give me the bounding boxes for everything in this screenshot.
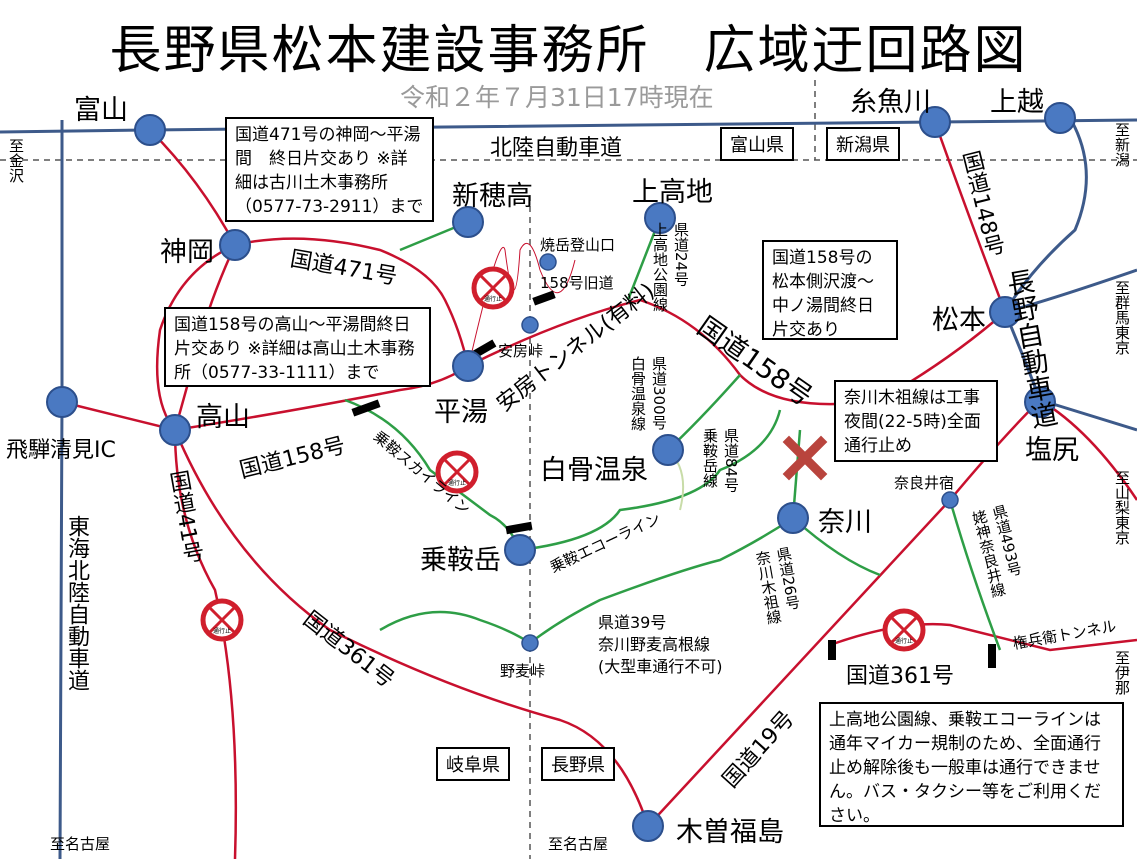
node-narai[interactable] bbox=[941, 491, 959, 509]
prefecture-box-gifu: 岐阜県 bbox=[436, 747, 510, 781]
node-nomugi[interactable] bbox=[521, 634, 539, 652]
node-norikuradake[interactable] bbox=[504, 534, 536, 566]
direction-ina: 至伊那 bbox=[1113, 650, 1131, 695]
direction-gunma: 至群馬東京 bbox=[1113, 280, 1131, 355]
notice-kamikochi: 上高地公園線、乗鞍エコーラインは通年マイカー規制のため、全面通行止め解除後も一般… bbox=[819, 702, 1124, 827]
place-label-nomugi: 野麦峠 bbox=[500, 662, 546, 680]
city-label-kamikochi: 上高地 bbox=[632, 177, 713, 208]
node-hida-kiyomi[interactable] bbox=[46, 386, 78, 418]
closure-bar bbox=[988, 644, 996, 668]
place-label-narai: 奈良井宿 bbox=[894, 474, 955, 492]
closure-sign-icon: 通行止 bbox=[471, 266, 515, 310]
prefecture-box-toyama: 富山県 bbox=[720, 127, 794, 161]
page-title: 長野県松本建設事務所 広域迂回路図 bbox=[109, 21, 1028, 81]
city-label-nagawa: 奈川 bbox=[818, 507, 872, 538]
notice-r471: 国道471号の神岡～平湯間 終日片交あり ※詳細は古川土木事務所（0577-73… bbox=[225, 117, 434, 222]
route-471 bbox=[234, 237, 470, 367]
route-148 bbox=[933, 121, 1007, 313]
tokai-hokuriku-expressway bbox=[58, 120, 64, 859]
city-label-kiso-fukushima: 木曽福島 bbox=[676, 817, 784, 848]
road-nomugi bbox=[379, 516, 794, 645]
node-kamioka[interactable] bbox=[219, 229, 251, 261]
city-label-hirayu: 平湯 bbox=[434, 397, 488, 428]
road-label-norikura-line: 県道84号 乗鞍岳線 bbox=[701, 428, 740, 493]
road-label-hokuriku-exp: 北陸自動車道 bbox=[490, 136, 623, 161]
node-itoigawa[interactable] bbox=[919, 106, 951, 138]
road-label-tokai-hokuriku-exp: 東海北陸自動車道 bbox=[64, 515, 89, 691]
node-toyama[interactable] bbox=[134, 114, 166, 146]
node-shiojiri[interactable] bbox=[1024, 386, 1056, 418]
nagano-expressway-north bbox=[1003, 117, 1088, 313]
road-label-shirahone-line: 県道300号 白骨温泉線 bbox=[629, 356, 668, 431]
closure-bar bbox=[351, 399, 381, 417]
road-label-kamikochi-line: 県道24号 上高地公園線 bbox=[651, 222, 690, 312]
direction-kanazawa: 至金沢 bbox=[7, 138, 25, 183]
city-label-matsumoto: 松本 bbox=[932, 305, 986, 336]
route-471-loop bbox=[155, 243, 236, 431]
notice-nagawa-kiso: 奈川木祖線は工事夜間(22-5時)全面通行止め bbox=[834, 380, 998, 462]
node-shirahone[interactable] bbox=[652, 434, 684, 466]
route-41 bbox=[149, 129, 238, 859]
notice-r158-matsumoto: 国道158号の松本側沢渡～中ノ湯間終日片交あり bbox=[762, 240, 898, 340]
city-label-toyama: 富山 bbox=[74, 95, 128, 126]
node-shinhotaka[interactable] bbox=[452, 206, 484, 238]
svg-text:通行止: 通行止 bbox=[484, 295, 502, 303]
city-label-joetsu: 上越 bbox=[990, 87, 1044, 118]
svg-text:通行止: 通行止 bbox=[448, 479, 466, 487]
node-joetsu[interactable] bbox=[1044, 102, 1076, 134]
notice-r158-takayama: 国道158号の高山～平湯間終日片交あり ※詳細は高山土木事務所（0577-33-… bbox=[164, 307, 431, 387]
road-label-nomugi-line: 県道39号 奈川野麦高根線 (大型車通行不可) bbox=[598, 613, 723, 676]
closure-sign-icon: 通行止 bbox=[882, 608, 926, 652]
place-label-abotoge: 安房峠 bbox=[498, 342, 544, 360]
city-label-hida-kiyomi: 飛騨清見IC bbox=[6, 438, 116, 463]
closure-bar bbox=[828, 640, 836, 660]
prefecture-box-nagano: 長野県 bbox=[541, 747, 615, 781]
city-label-itoigawa: 糸魚川 bbox=[850, 87, 931, 118]
direction-nagoya-center: 至名古屋 bbox=[548, 835, 609, 853]
node-yakedake[interactable] bbox=[539, 253, 557, 271]
node-matsumoto[interactable] bbox=[989, 296, 1021, 328]
closure-sign-icon: 通行止 bbox=[200, 598, 244, 642]
road-label-r361-east: 国道361号 bbox=[846, 664, 954, 689]
closure-x-mark bbox=[782, 435, 828, 481]
node-abotoge[interactable] bbox=[521, 316, 539, 334]
hokuriku-expressway bbox=[0, 118, 1137, 134]
page-subtitle: 令和２年７月31日17時現在 bbox=[400, 83, 714, 112]
node-nagawa[interactable] bbox=[777, 502, 809, 534]
closure-sign-icon: 通行止 bbox=[435, 450, 479, 494]
node-hirayu[interactable] bbox=[452, 350, 484, 382]
place-label-yakedake: 焼岳登山口 bbox=[540, 236, 616, 254]
road-ecoline bbox=[519, 409, 782, 552]
prefecture-box-niigata: 新潟県 bbox=[826, 127, 900, 161]
road-label-r158-old: 158号旧道 bbox=[540, 274, 614, 292]
road-narai bbox=[948, 499, 1002, 651]
closure-bar bbox=[505, 521, 533, 535]
direction-yamanashi: 至山梨東京 bbox=[1113, 470, 1131, 545]
node-takayama[interactable] bbox=[159, 414, 191, 446]
city-label-takayama: 高山 bbox=[196, 402, 250, 433]
chuo-expressway-east bbox=[1039, 398, 1137, 432]
route-158-old bbox=[469, 242, 576, 361]
city-label-norikuradake: 乗鞍岳 bbox=[420, 545, 501, 576]
direction-nagoya-left: 至名古屋 bbox=[50, 835, 111, 853]
node-kamikochi[interactable] bbox=[644, 202, 676, 234]
svg-text:通行止: 通行止 bbox=[213, 627, 231, 635]
direction-niigata: 至新潟 bbox=[1113, 122, 1131, 167]
city-label-kamioka: 神岡 bbox=[160, 237, 214, 268]
closure-bar bbox=[532, 290, 556, 306]
route-361-east bbox=[829, 622, 1137, 652]
city-label-shirahone: 白骨温泉 bbox=[540, 455, 648, 486]
city-label-shiojiri: 塩尻 bbox=[1025, 435, 1079, 466]
svg-text:通行止: 通行止 bbox=[895, 637, 913, 645]
city-label-shinhotaka: 新穂高 bbox=[452, 181, 533, 212]
node-kiso-fukushima[interactable] bbox=[632, 810, 664, 842]
